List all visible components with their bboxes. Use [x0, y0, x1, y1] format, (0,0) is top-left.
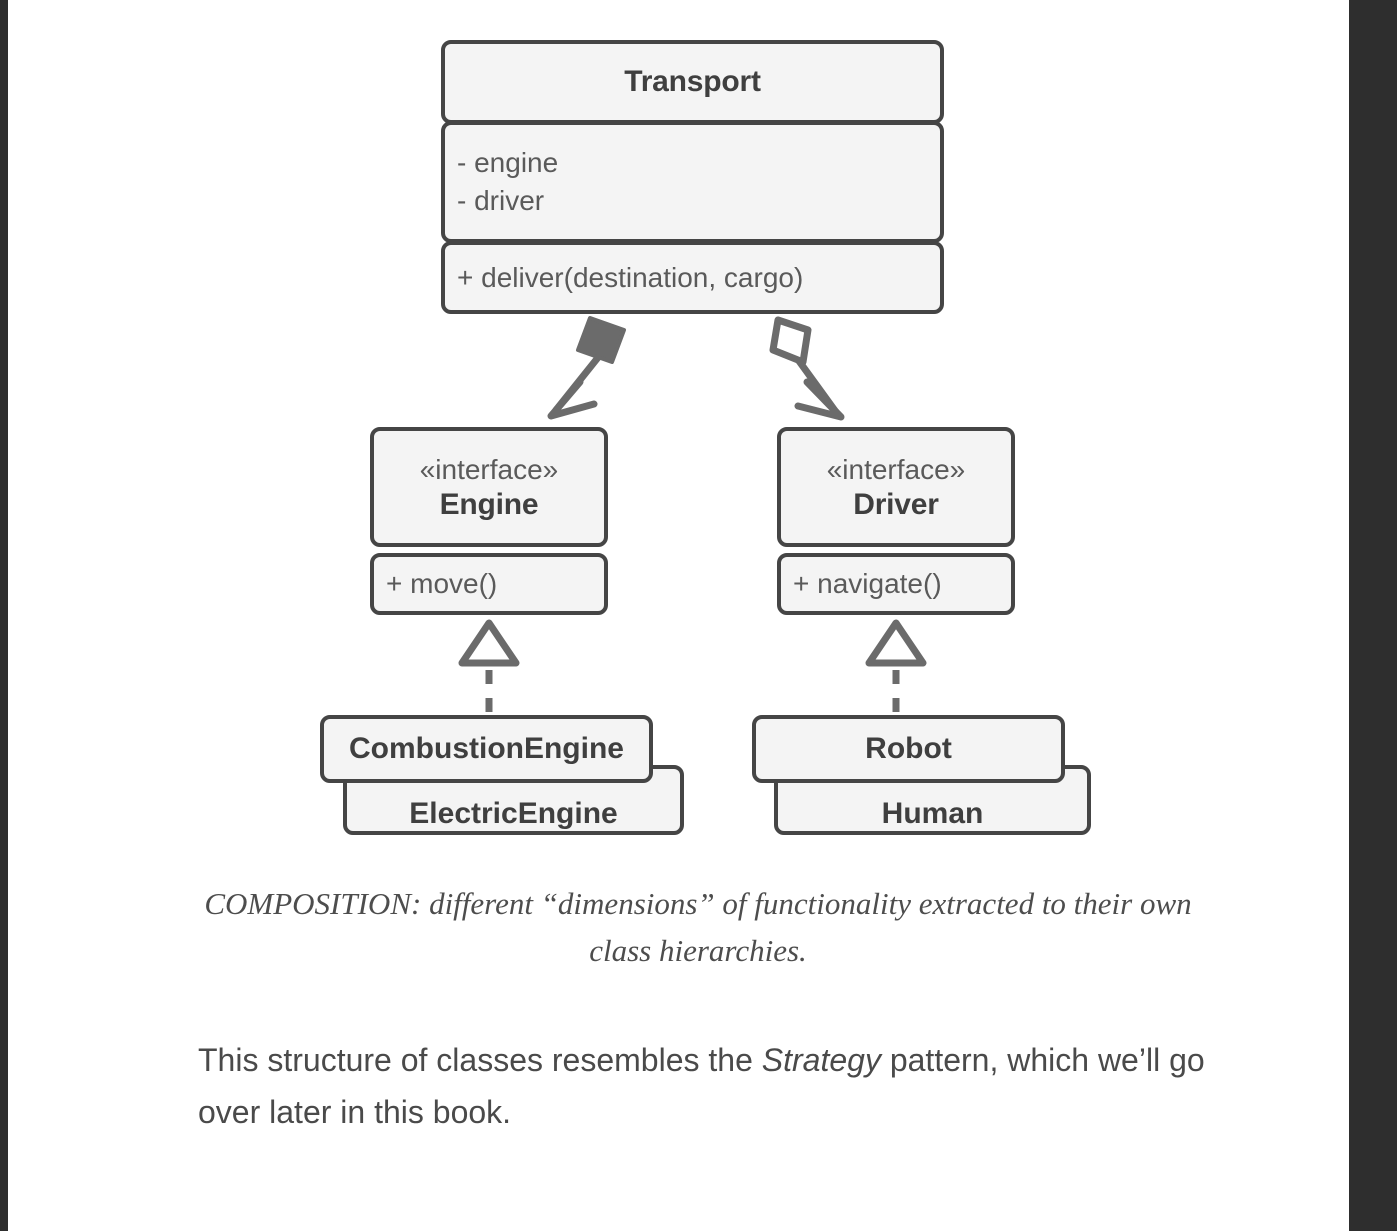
filled-diamond-marker [576, 316, 626, 364]
open-arrowhead [794, 378, 845, 421]
class-box-transport-title[interactable]: Transport [441, 40, 944, 124]
class-name-driver: Driver [853, 487, 939, 521]
class-name-transport: Transport [624, 65, 761, 98]
operation-move: + move() [386, 568, 498, 600]
class-name-robot: Robot [865, 732, 952, 765]
class-box-engine-operations[interactable]: + move() [370, 553, 608, 615]
open-arrowhead [547, 378, 598, 420]
operation-navigate: + navigate() [793, 568, 942, 600]
body-paragraph: This structure of classes resembles the … [198, 1035, 1228, 1139]
attribute-engine: - engine [457, 147, 559, 179]
relationship-robot-driver [865, 619, 927, 712]
class-box-engine-title[interactable]: «interface» Engine [370, 427, 608, 547]
prose-text-before: This structure of classes resembles the [198, 1042, 762, 1078]
class-box-transport-attributes[interactable]: - engine - driver [441, 121, 944, 243]
class-box-driver-operations[interactable]: + navigate() [777, 553, 1015, 615]
stereotype-driver: «interface» [826, 454, 966, 486]
stereotype-engine: «interface» [419, 454, 559, 486]
left-frame-bar [0, 0, 8, 1231]
class-box-robot[interactable]: Robot [752, 715, 1065, 783]
relationship-combustionengine-engine [458, 619, 520, 712]
class-name-electricengine: ElectricEngine [409, 797, 618, 830]
hollow-triangle-marker [458, 619, 520, 667]
right-frame-bar [1349, 0, 1397, 1231]
hollow-triangle-marker [865, 619, 927, 667]
class-name-combustionengine: CombustionEngine [349, 732, 624, 765]
class-box-driver-title[interactable]: «interface» Driver [777, 427, 1015, 547]
class-name-engine: Engine [439, 487, 539, 521]
hollow-diamond-marker [769, 316, 812, 366]
diagram-connectors [458, 316, 927, 712]
class-box-combustionengine[interactable]: CombustionEngine [320, 715, 653, 783]
class-name-human: Human [881, 797, 984, 830]
attribute-driver: - driver [457, 185, 545, 216]
page-content: Transport - engine - driver + deliver(de… [8, 0, 1349, 1231]
relationship-transport-engine [547, 316, 626, 420]
relationship-transport-driver [769, 316, 845, 421]
figure-caption: COMPOSITION: different “dimensions” of f… [204, 886, 1192, 969]
class-box-transport-operations[interactable]: + deliver(destination, cargo) [441, 241, 944, 314]
prose-text-after: pattern, which we’ll go over later in th… [198, 1042, 1205, 1130]
operation-deliver: + deliver(destination, cargo) [457, 261, 804, 293]
prose-emphasis-strategy: Strategy [761, 1042, 881, 1078]
uml-class-diagram: Transport - engine - driver + deliver(de… [8, 0, 1349, 870]
